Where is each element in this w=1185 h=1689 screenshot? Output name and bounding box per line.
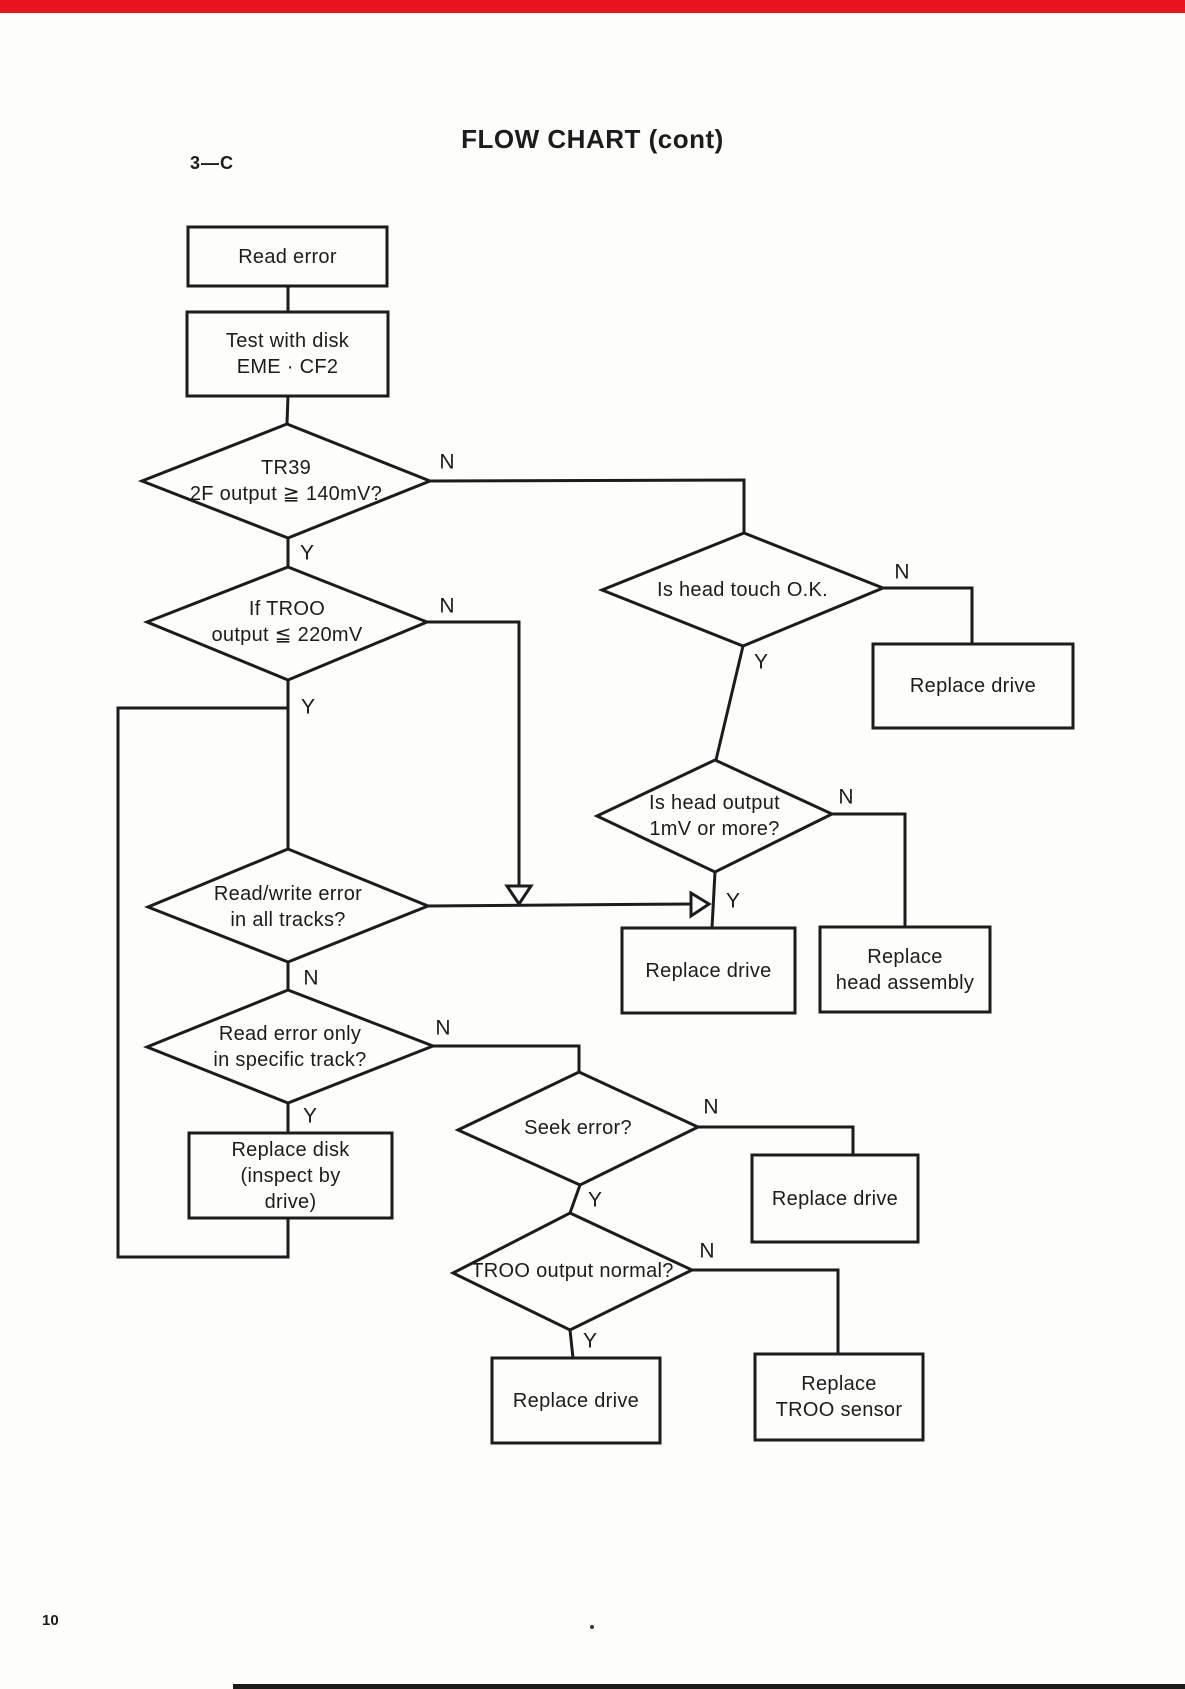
connector-test-tr39: [285, 394, 290, 426]
branch-tr39-y: Y: [299, 541, 315, 565]
branch-specific-y: Y: [302, 1104, 318, 1128]
page-title: FLOW CHART (cont): [461, 124, 724, 154]
branch-seek-y: Y: [587, 1188, 603, 1212]
branch-troo-n: N: [439, 594, 455, 618]
label-tr39: TR39 2F output ≧ 140mV?: [189, 457, 383, 505]
connector-troo-n: [425, 620, 521, 889]
top-red-bar: [0, 0, 1185, 13]
branch-troo-y: Y: [300, 695, 316, 719]
label-read-error-specific: Read error only in specific track?: [213, 1023, 367, 1071]
connector-headoutput-n: [830, 812, 907, 929]
connector-loop-replace-disk: [116, 706, 290, 1259]
branch-head-touch-y: Y: [753, 650, 769, 674]
label-replace-drive-3: Replace drive: [771, 1187, 899, 1210]
label-replace-drive-2: Replace drive: [645, 959, 772, 982]
arrowhead-right-icon: [689, 890, 712, 919]
ink-speck: [590, 1625, 594, 1629]
connector-headoutput-y: [710, 870, 717, 930]
connector-seek-n: [696, 1125, 855, 1157]
label-rw-error: Read/write error in all tracks?: [213, 883, 363, 931]
connector-troonormal-n: [690, 1268, 840, 1356]
label-test-with-disk: Test with disk EME · CF2: [225, 330, 350, 378]
branch-troo-normal-y: Y: [582, 1329, 598, 1353]
branch-head-output-n: N: [838, 785, 854, 809]
connector-seek-y: [568, 1183, 582, 1215]
connector-tr39-n: [428, 478, 746, 535]
box-replace-drive-3: [750, 1153, 920, 1244]
page-number: 10: [42, 1612, 59, 1629]
section-label: 3—C: [190, 153, 235, 173]
branch-tr39-n: N: [439, 450, 455, 474]
box-replace-drive-2: [620, 926, 797, 1015]
label-seek-error: Seek error?: [524, 1116, 632, 1139]
label-replace-head-assembly: Replace head assembly: [835, 945, 975, 994]
label-replace-drive-1: Replace drive: [909, 675, 1037, 697]
label-replace-disk: Replace disk (inspect by drive): [231, 1138, 350, 1213]
branch-specific-n: N: [435, 1016, 451, 1040]
label-troo-output: If TROO output ≦ 220mV: [211, 598, 363, 646]
connector-headtouch-y: [714, 644, 745, 762]
box-replace-drive-4: [490, 1356, 662, 1445]
branch-head-output-y: Y: [725, 889, 741, 913]
connector-specific-n: [431, 1044, 581, 1074]
label-troo-normal: TROO output normal?: [471, 1260, 674, 1282]
branch-rw-n: N: [303, 966, 319, 990]
box-replace-disk: [187, 1131, 394, 1220]
label-read-error: Read error: [238, 245, 337, 268]
label-replace-drive-4: Replace drive: [512, 1389, 640, 1412]
label-head-touch: Is head touch O.K.: [656, 579, 829, 601]
branch-seek-n: N: [703, 1095, 719, 1119]
label-replace-troo-sensor: Replace TROO sensor: [775, 1373, 903, 1421]
arrowhead-down-icon: [504, 884, 534, 907]
bottom-black-bar: [233, 1684, 1185, 1689]
connector-troonormal-y: [568, 1328, 575, 1360]
label-head-output: Is head output 1mV or more?: [649, 792, 780, 840]
branch-head-touch-n: N: [894, 560, 910, 584]
connector-rw-right: [426, 902, 693, 908]
branch-troo-normal-n: N: [699, 1239, 715, 1263]
connector-headtouch-n: [881, 586, 974, 646]
